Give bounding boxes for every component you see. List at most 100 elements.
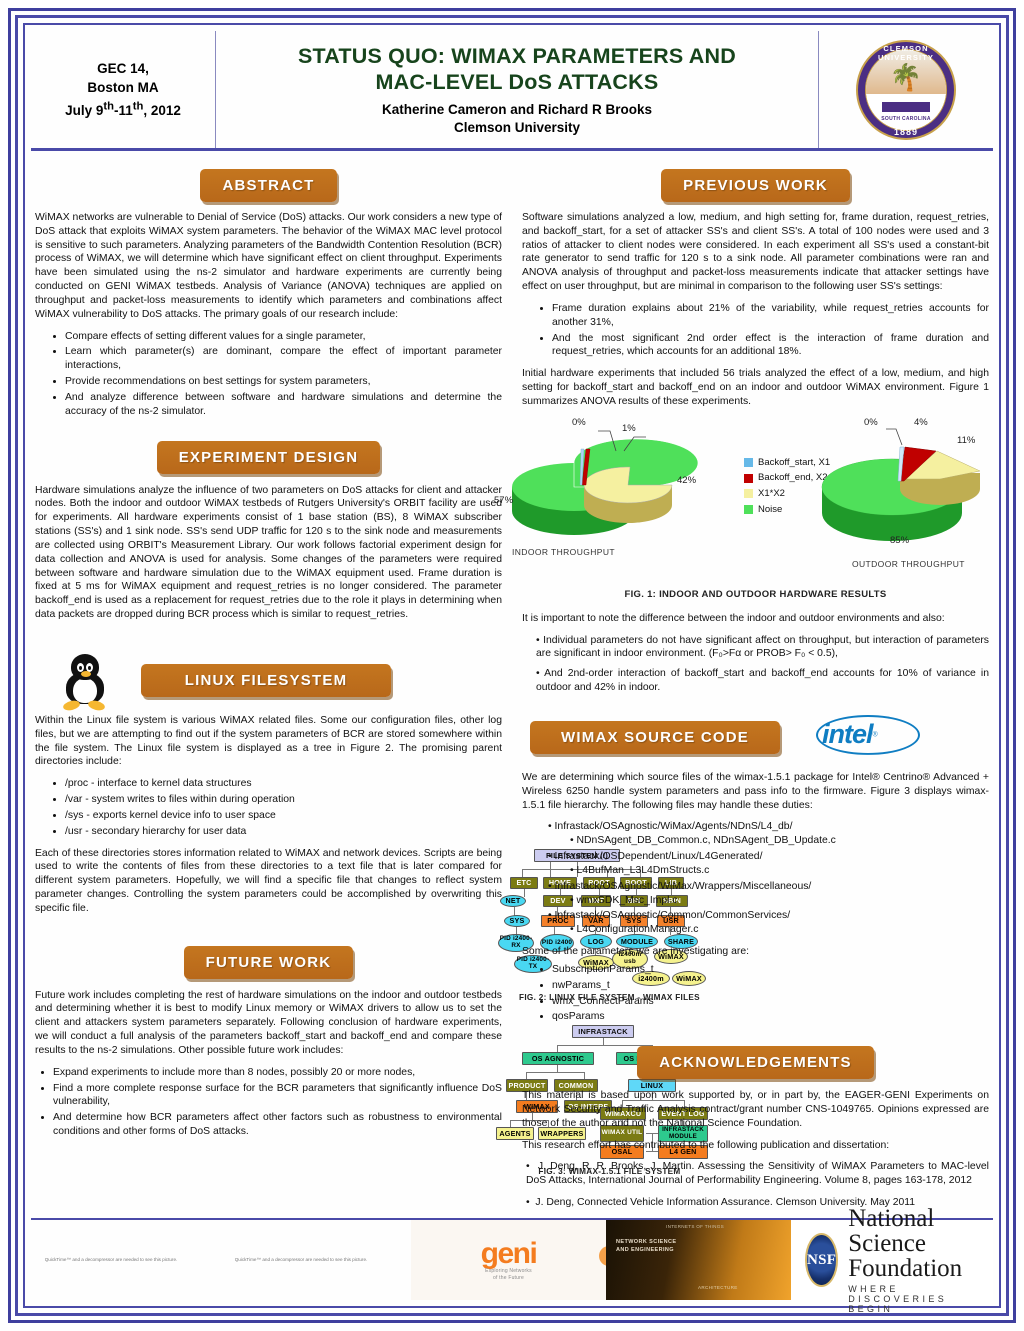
legend-swatch-noise — [744, 505, 753, 515]
outdoor-leader-lines — [886, 428, 903, 445]
node-home: HOME — [543, 877, 577, 889]
node-sys-left: SYS — [504, 915, 530, 927]
event-date: July 9th-11th, 2012 — [65, 100, 181, 118]
nsf-tagline: WHERE DISCOVERIES BEGIN — [848, 1284, 948, 1314]
list-item: And the most significant 2nd order effec… — [552, 332, 989, 360]
linux-bullets: /proc - interface to kernel data structu… — [35, 777, 502, 838]
title-block: STATUS QUO: WIMAX PARAMETERS AND MAC-LEV… — [216, 31, 818, 148]
figure-1-charts: 57% 42% 0% 1% Backoff_start, X1 Backoff_… — [494, 416, 989, 569]
node-sbin: SBIN — [656, 895, 688, 907]
node-infrastack-root: INFRASTACK — [572, 1025, 634, 1038]
node-product: PRODUCT — [506, 1079, 548, 1092]
legend-item: X1*X2 — [744, 486, 830, 502]
node-wimaxcu: WIMAXCU — [600, 1107, 646, 1120]
list-item: /proc - interface to kernel data structu… — [65, 777, 502, 791]
chart-legend: Backoff_start, X1 Backoff_end, X2 X1*X2 … — [744, 455, 830, 518]
legend-swatch-x1x2 — [744, 489, 753, 499]
ack-references: • J. Deng, R. R. Brooks, J. Martin. Asse… — [522, 1160, 989, 1209]
ack-banner-row: ACKNOWLEDGEMENTS — [522, 1046, 989, 1080]
future-work-bullets: Expand experiments to include more than … — [35, 1066, 502, 1139]
wimax-source-banner-row: WIMAX SOURCE CODE intel® — [522, 711, 989, 771]
list-item: • Infrastack/OSAgnostic/WiMax/Wrappers/M… — [548, 880, 812, 906]
nsf-name: National Science Foundation — [848, 1205, 963, 1282]
legend-item: Backoff_end, X2 — [744, 470, 830, 486]
node-event-log: EVENT LOG — [658, 1107, 708, 1120]
previous-work-note-bullets: • Individual parameters do not have sign… — [522, 634, 989, 695]
authors: Katherine Cameron and Richard R Brooks — [381, 102, 653, 118]
seal-subtext: SOUTH CAROLINA — [881, 116, 931, 123]
list-item: • Infrastack/OSDependent/Linux/L4Generat… — [548, 851, 763, 876]
university-logo-area: 🌴 SOUTH CAROLINA CLEMSON UNIVERSITY ★ 18… — [818, 31, 993, 148]
nsf-seal-text: NSF — [807, 1251, 837, 1268]
wimax-source-paragraph: We are determining which source files of… — [522, 771, 989, 811]
list-item: /usr - secondary hierarchy for user data — [65, 825, 502, 839]
legend-item: Backoff_start, X1 — [744, 455, 830, 471]
ack-paragraph-1: This material is based upon work support… — [522, 1090, 989, 1129]
outdoor-pie-chart — [821, 446, 981, 541]
legend-swatch-backoff-start — [744, 458, 753, 468]
acknowledgements-banner: ACKNOWLEDGEMENTS — [637, 1046, 874, 1080]
event-name: GEC 14, — [97, 60, 149, 76]
node-boot: BOOT — [620, 877, 652, 889]
indoor-pie-chart — [512, 438, 699, 535]
experiment-design-banner: EXPERIMENT DESIGN — [156, 440, 381, 474]
list-item: • Infrastack/OSAgnostic/WiMax/Agents/NDn… — [548, 821, 836, 847]
geni-tagline-2: of the Future — [493, 1274, 524, 1281]
previous-banner-row: PREVIOUS WORK — [522, 169, 989, 202]
node-etc: ETC — [510, 877, 538, 889]
node-root: ROOT — [583, 877, 615, 889]
list-item: • J. Deng, Connected Vehicle Information… — [526, 1197, 916, 1209]
outdoor-label-noise: 85% — [890, 534, 910, 546]
indoor-label-backoff-start: 0% — [572, 416, 586, 428]
list-item: And analyze difference between software … — [65, 391, 502, 419]
node-bin: BIN — [620, 895, 648, 907]
node-i2400m: i2400m — [632, 971, 670, 986]
linux-paragraph-1: Within the Linux file system is various … — [35, 714, 502, 768]
node-sys-right: SYS — [620, 915, 648, 927]
wimax-params-intro: Some of the parameters we are investigat… — [522, 946, 749, 958]
previous-work-paragraph-1: Software simulations analyzed a low, med… — [522, 212, 989, 293]
node-pid-i2400-tx: PID i2400-TX — [514, 955, 552, 973]
node-wimax-module: WiMAX — [654, 949, 688, 964]
list-item: /var - system writes to files within dur… — [65, 793, 502, 807]
list-item: • J. Deng, R. R. Brooks, J. Martin. Asse… — [526, 1161, 989, 1187]
list-item: Expand experiments to include more than … — [53, 1066, 502, 1080]
legend-swatch-backoff-end — [744, 473, 753, 483]
broken-image-text-2: QuickTime™ and a decompressor are needed… — [234, 1257, 368, 1263]
node-usr: USR — [657, 915, 685, 927]
future-work-banner: FUTURE WORK — [183, 945, 354, 979]
future-banner-row: FUTURE WORK — [35, 945, 502, 979]
title-line-1: STATUS QUO: WIMAX PARAMETERS AND — [298, 43, 736, 68]
legend-item: Noise — [744, 502, 830, 518]
poster-inner-frame: GEC 14, Boston MA July 9th-11th, 2012 ST… — [15, 15, 1009, 1316]
node-infrastack-module: INFRASTACK MODULE — [658, 1125, 708, 1142]
list-item: Frame duration explains about 21% of the… — [552, 302, 989, 330]
list-item: Provide recommendations on best settings… — [65, 375, 502, 389]
nse-small-bottom: ARCHITECTURE — [698, 1285, 738, 1290]
node-lib: LIB — [658, 877, 684, 889]
intel-logo-icon: intel® — [816, 714, 920, 755]
node-l4-gen: L4 GEN — [658, 1145, 708, 1159]
indoor-label-backoff-end: 1% — [622, 422, 636, 434]
affiliation: Clemson University — [453, 119, 581, 135]
nse-small-top: INTERNETS OF THINGS — [666, 1224, 724, 1229]
wimax-params-list: SubscriptionParams_t nwParams_t wmx_Conn… — [522, 963, 989, 1024]
list-item: qosParams — [552, 1010, 989, 1024]
indoor-leader-lines — [598, 430, 646, 451]
node-common: COMMON — [554, 1079, 598, 1092]
poster-frame: GEC 14, Boston MA July 9th-11th, 2012 ST… — [8, 8, 1016, 1323]
list-item: /sys - exports kernel device info to use… — [65, 809, 502, 823]
event-info: GEC 14, Boston MA July 9th-11th, 2012 — [31, 31, 216, 148]
indoor-chart-title: INDOOR THROUGHPUT — [512, 546, 615, 557]
abstract-banner-row: ABSTRACT — [35, 169, 502, 202]
previous-work-paragraph-2: Initial hardware experiments that includ… — [522, 368, 989, 407]
outdoor-chart-title: OUTDOOR THROUGHPUT — [852, 558, 965, 569]
node-osal: OSAL — [600, 1145, 644, 1159]
nsf-logo: NSF National Science Foundation WHERE DI… — [791, 1206, 993, 1314]
figure-2-caption: FIG. 2: LINUX FILE SYSTEM - WIMAX FILES — [519, 993, 700, 1002]
poster-header: GEC 14, Boston MA July 9th-11th, 2012 ST… — [31, 31, 993, 151]
figure-1-caption: FIG. 1: INDOOR AND OUTDOOR HARDWARE RESU… — [624, 588, 887, 600]
list-item: nwParams_t — [552, 979, 989, 993]
